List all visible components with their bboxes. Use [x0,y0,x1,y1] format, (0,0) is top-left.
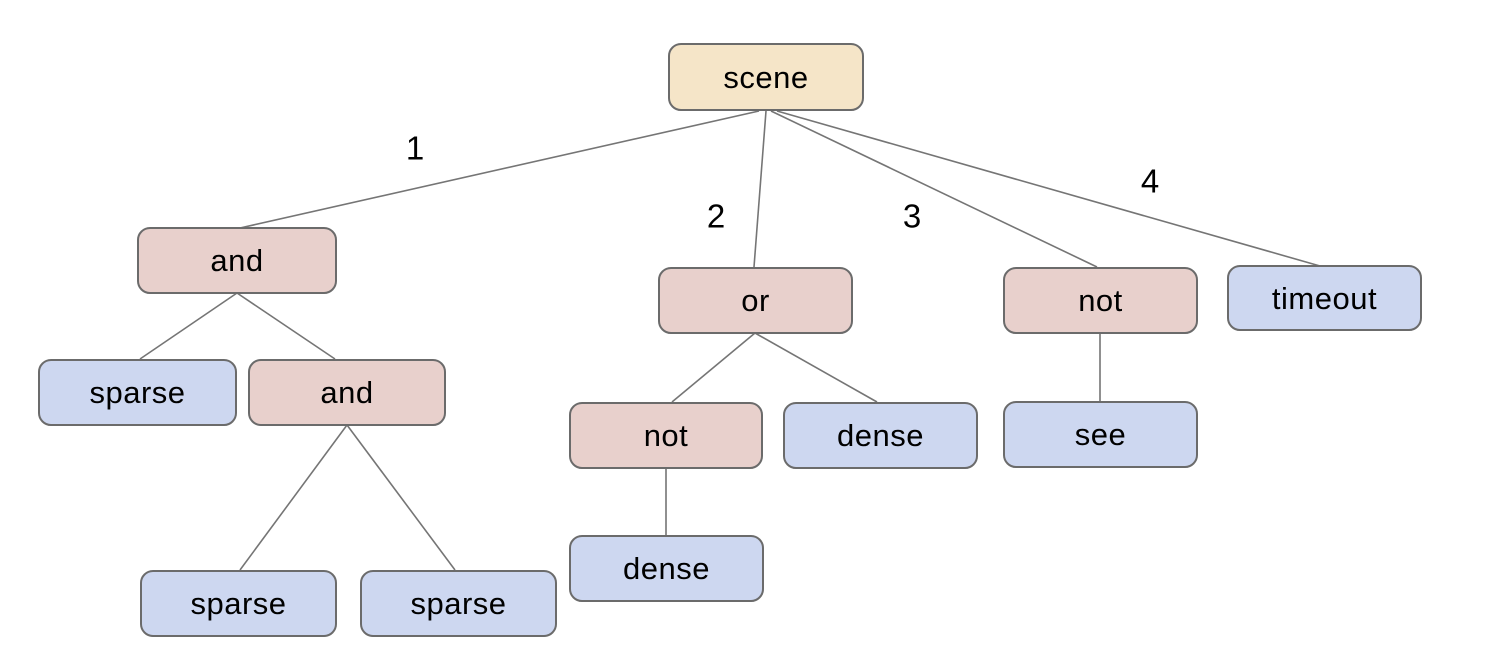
edge-label-2: 2 [706,197,726,235]
edge-scene-not [770,110,1098,268]
node-sparse-1: sparse [38,359,237,426]
edge-and2-sparse2 [239,424,348,571]
edge-scene-timeout [776,110,1321,267]
edge-label-4: 4 [1140,162,1160,200]
edge-and-sparse [139,292,238,360]
node-and-2: and [248,359,446,426]
node-scene: scene [668,43,864,111]
node-and-1: and [137,227,337,294]
edge-label-3: 3 [902,197,922,235]
node-dense-2: dense [569,535,764,602]
node-timeout: timeout [1227,265,1422,331]
edge-and-and [236,292,336,360]
edge-or-not [671,332,756,403]
edge-or-dense [754,332,878,403]
node-or: or [658,267,853,334]
node-sparse-2: sparse [140,570,337,637]
node-see: see [1003,401,1198,468]
node-sparse-3: sparse [360,570,557,637]
node-not-under-or: not [569,402,763,469]
node-not-root: not [1003,267,1198,334]
edge-label-1: 1 [405,129,425,167]
node-dense-1: dense [783,402,978,469]
edge-and2-sparse3 [346,424,456,571]
edge-scene-or [753,110,767,268]
edge-scene-and [239,110,760,229]
